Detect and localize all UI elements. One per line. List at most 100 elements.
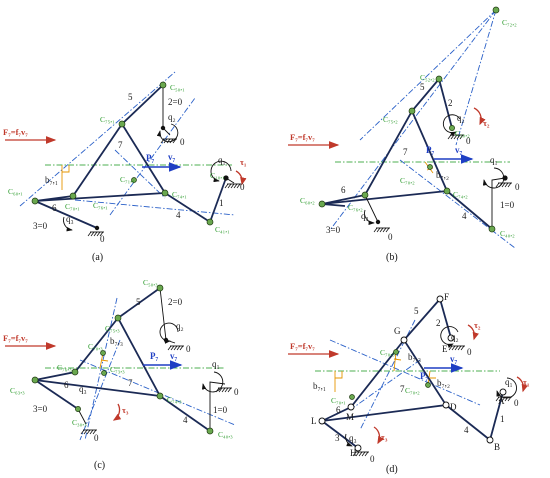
joint-c76-c: [71, 368, 79, 376]
label-A-d: A: [498, 396, 505, 406]
joint-c20-b: [449, 125, 455, 131]
label-n7-d: 7: [400, 384, 405, 394]
label-n2-d: 2: [436, 318, 441, 328]
joint-B-d: [486, 436, 494, 444]
pole-line-a4: [114, 149, 166, 199]
crank-1-c: [209, 381, 226, 431]
q3-arc-d: [345, 433, 353, 447]
label-zero-c3: 0: [94, 433, 99, 443]
q2-arc-d: [440, 326, 459, 349]
joint-c70-c: [100, 350, 106, 356]
label-b2-d: b₇,₂: [437, 378, 450, 388]
link-2-d: [439, 298, 452, 339]
label-tau1-d: τ₁: [523, 377, 530, 387]
pole-line-c3: [79, 339, 121, 441]
joint-M-d: [347, 403, 355, 411]
label-n4-d: 4: [464, 425, 469, 435]
label-b-b: b₇,₂: [436, 170, 449, 180]
pivot-2-c: [163, 337, 169, 343]
joint-c70-2-d: [425, 382, 431, 388]
label-c70-a: C₇₀,₁: [65, 202, 80, 211]
link-5-c: [117, 287, 161, 319]
label-zero-b2: 0: [515, 182, 520, 192]
label-p-d: P₇: [420, 371, 428, 381]
label-n7-a: 7: [118, 140, 123, 150]
label-z2-a: 2=0: [168, 97, 183, 107]
label-n5-d: 5: [414, 306, 419, 316]
pole-line-b4: [399, 159, 516, 249]
label-n7-b: 7: [403, 147, 408, 157]
label-n3-d: 3: [335, 433, 340, 443]
link-4-b: [446, 190, 493, 230]
label-c75-c: C₇₅,₃: [105, 324, 120, 333]
joint-c75-c: [114, 314, 122, 322]
label-c71-a: C₇₁,₁: [120, 175, 135, 184]
joint-c74-c: [156, 392, 164, 400]
label-zero-a1: 0: [180, 137, 185, 147]
label-n5-b: 5: [420, 82, 425, 92]
pole-line-a3: [74, 199, 236, 216]
pivot-3-b: [375, 219, 381, 225]
label-c50-a: C₅₀,₁: [170, 83, 185, 92]
label-z3-b: 3=0: [326, 225, 341, 235]
label-zero-d3: 0: [370, 454, 375, 464]
joint-c74-b: [443, 187, 451, 195]
crank-1-b: [491, 177, 506, 229]
label-n5-a: 5: [128, 92, 133, 102]
joint-c30-c: [75, 406, 81, 412]
ground-d-top: [448, 345, 466, 351]
pole-line-d3: [349, 359, 421, 411]
label-q2-b: q₂: [457, 113, 465, 123]
link-5-b: [411, 78, 440, 112]
label-z1-b: 1=0: [500, 200, 515, 210]
joint-c63-c: [31, 376, 39, 384]
label-c70-c: C₇₀,₃: [88, 342, 103, 351]
joint-c70-1-d: [349, 394, 355, 400]
label-c76-c: C₇₆,₃: [57, 363, 72, 372]
label-q1-a: q₁: [218, 155, 226, 165]
label-n5-c: 5: [136, 297, 141, 307]
label-c60-a: C₆₀,₁: [8, 187, 23, 196]
joint-E-d: [447, 334, 455, 342]
label-zero-c2: 0: [234, 387, 239, 397]
joint-c40-c: [206, 427, 214, 435]
label-n4-c: 4: [183, 415, 188, 425]
label-z3-a: 3=0: [33, 221, 48, 231]
label-c30-c: C₃₀,₃: [72, 418, 87, 427]
label-c41-a: C₄₁,₁: [215, 225, 230, 234]
joint-c50-a: [159, 81, 167, 89]
tau1-arc-d: [516, 376, 528, 393]
label-tau3-d: τ₃: [381, 432, 388, 442]
label-p-b: P₇: [426, 145, 434, 155]
joint-G-d: [400, 336, 408, 344]
joint-c70-a: [69, 192, 77, 200]
q1-arc-c: [201, 371, 224, 393]
caption-a: (a): [92, 252, 103, 263]
label-D-d: D: [450, 402, 457, 412]
label-c10-a: C₁₀,₁: [210, 171, 225, 180]
joint-H-d: [354, 444, 362, 452]
label-v-a: v₇: [168, 152, 176, 162]
q3-arc-a: [63, 216, 73, 232]
joint-D-d: [442, 401, 450, 409]
label-tau-a: τ₁: [240, 157, 247, 167]
label-b-c: b₇,₃: [110, 336, 123, 346]
label-n1-d: 1: [500, 414, 505, 424]
label-q1-c: q₁: [212, 359, 220, 369]
label-zero-a2: 0: [240, 182, 245, 192]
panel-c: F₇=f₇v₇ C₅₀,₃ C₇₅,₃ C₇₀,₃ C₆₃,₃ C₇₆,₃ C₇…: [3, 278, 239, 471]
label-q2-c: q₂: [176, 321, 184, 331]
link-1-a: [209, 177, 227, 223]
label-c75-b: C₇₅,₂: [383, 115, 398, 124]
label-n6-a: 6: [52, 203, 57, 213]
joint-c71-a: [131, 177, 137, 183]
label-v-d: v₇: [450, 354, 458, 364]
q1-arc-b: [482, 167, 505, 189]
label-c40-c: C₄₀,₃: [218, 430, 233, 439]
label-zero-d2: 0: [514, 398, 519, 408]
pivot-3-a: [94, 225, 100, 231]
label-b3-d: b₇,₃: [408, 352, 421, 362]
joint-c70-3-d: [393, 349, 399, 355]
link-5-a: [121, 84, 164, 125]
